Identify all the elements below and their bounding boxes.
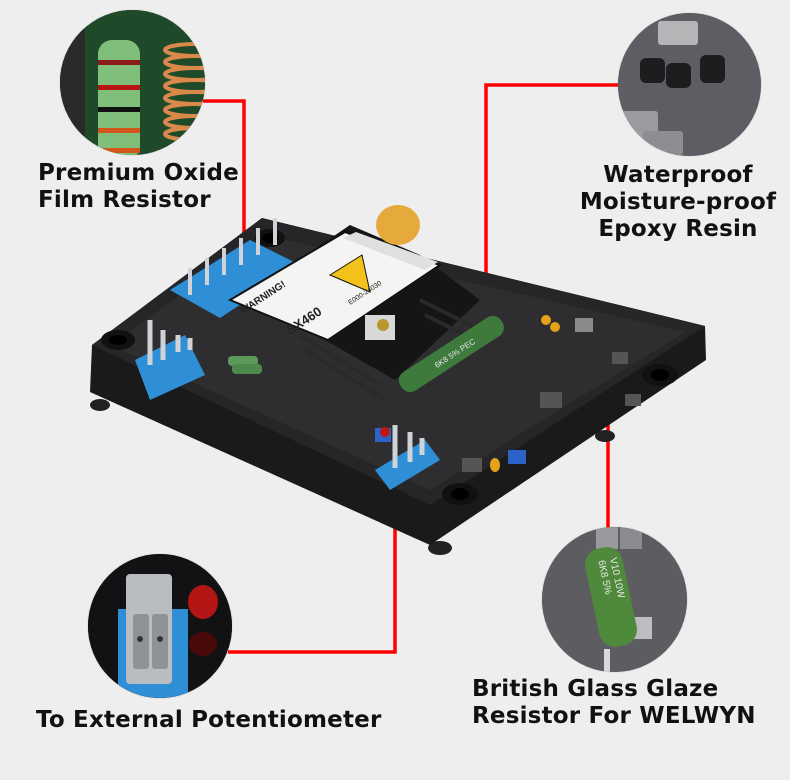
potentiometer-connector-closeup	[88, 554, 232, 698]
potentiometer-label: To External Potentiometer	[36, 707, 382, 734]
glass-glaze-label-line-2: Resistor For WELWYN	[472, 703, 756, 729]
epoxy-resin-label: Waterproof Moisture-proof Epoxy Resin	[574, 162, 782, 243]
oxide-resistor-closeup	[60, 10, 205, 155]
epoxy-resin-label-line-1: Waterproof	[603, 162, 753, 188]
glass-glaze-label-line-1: British Glass Glaze	[472, 676, 719, 702]
oxide-resistor-label-line-1: Premium Oxide	[38, 160, 239, 186]
potentiometer-label-line-1: To External Potentiometer	[36, 707, 382, 733]
epoxy-resin-label-line-3: Epoxy Resin	[598, 216, 758, 242]
oxide-resistor-label: Premium Oxide Film Resistor	[38, 160, 239, 214]
epoxy-resin-label-line-2: Moisture-proof	[579, 189, 777, 215]
oxide-resistor-label-line-2: Film Resistor	[38, 187, 211, 213]
epoxy-resin-line	[484, 83, 620, 311]
glass-glaze-resistor-closeup: 6K8 5% V10 10W	[542, 527, 687, 672]
epoxy-resin-closeup	[618, 13, 761, 156]
glass-glaze-resistor-label: British Glass Glaze Resistor For WELWYN	[472, 676, 756, 730]
